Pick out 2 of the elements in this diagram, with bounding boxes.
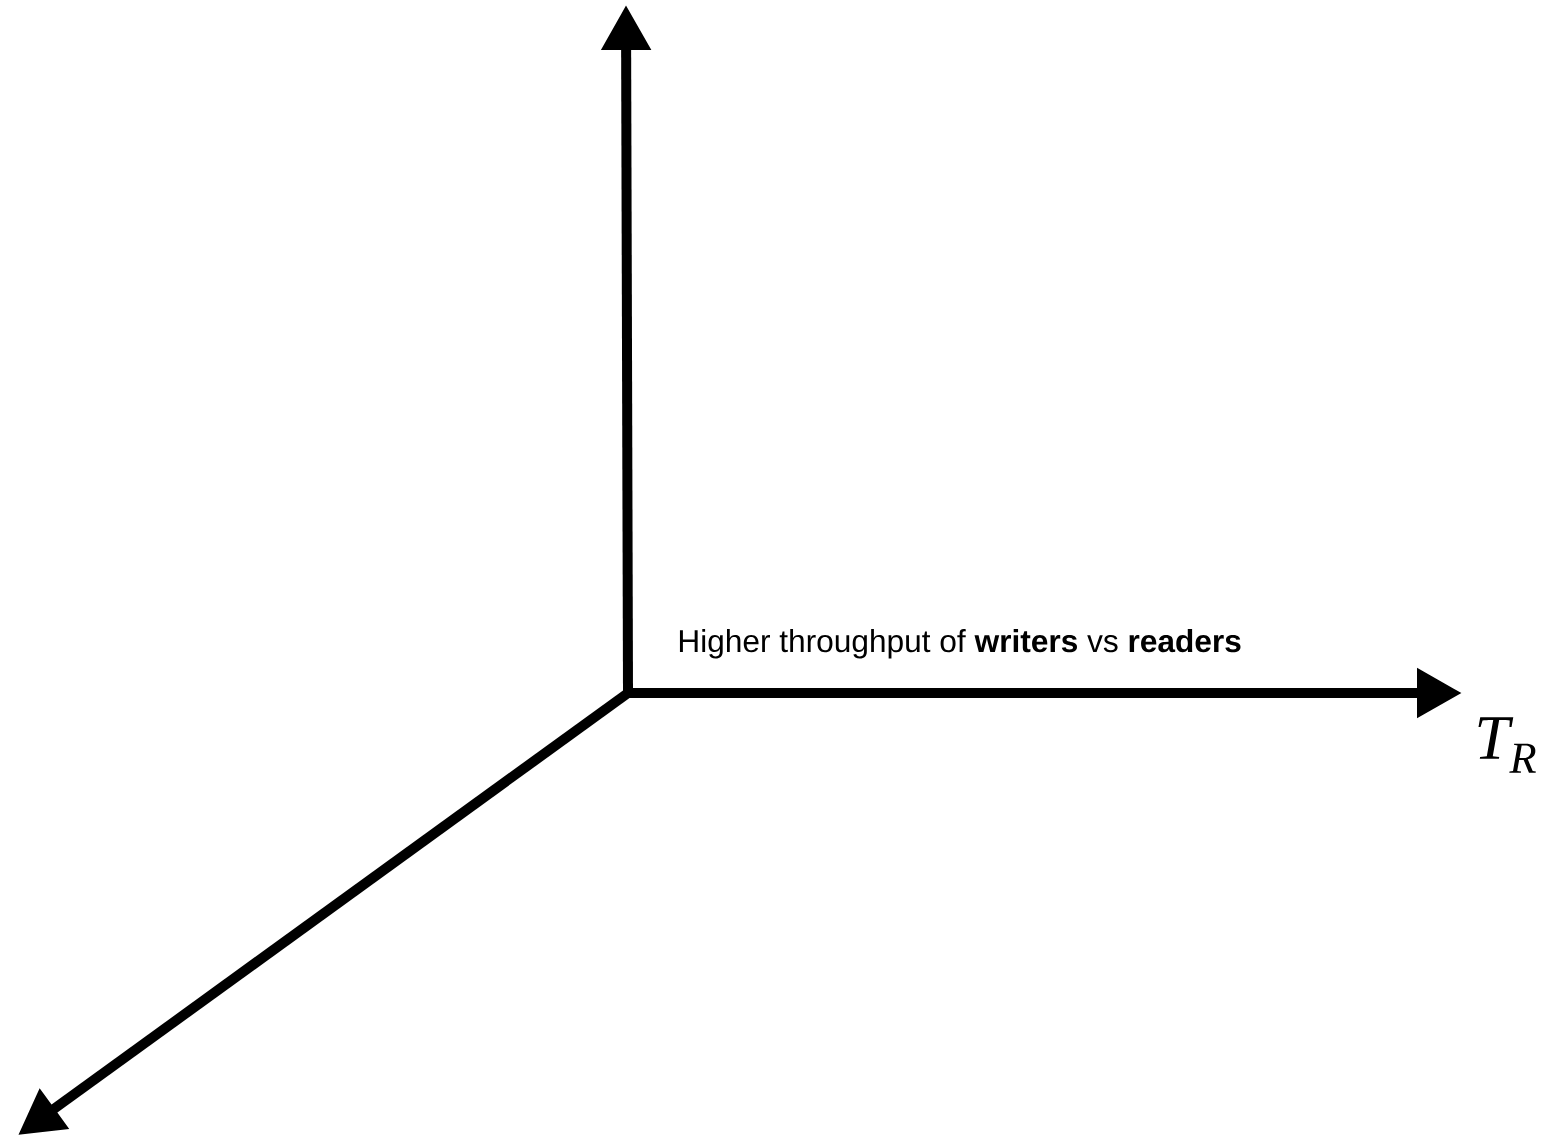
axis-label: Higher throughput of writers vs readers [679, 629, 1241, 659]
axis-symbol: T$_{R}$ [1478, 717, 1536, 773]
